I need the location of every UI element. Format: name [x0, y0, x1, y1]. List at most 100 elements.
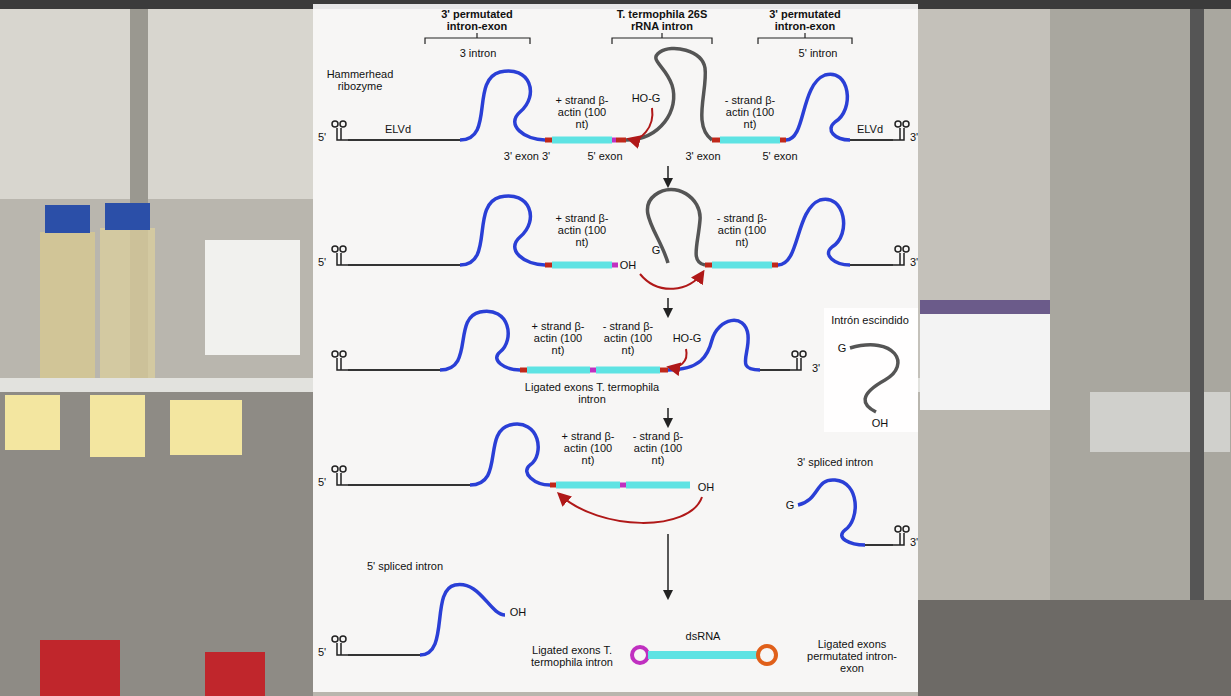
rna-strand-step3-part: [332, 351, 348, 370]
rna-strand-precursor-part: [629, 108, 652, 139]
rna-strand-step4-part: [893, 526, 909, 545]
rna-strand-step3: [332, 311, 806, 370]
rna-strand-precursor-part: [850, 139, 893, 141]
rna-products-part: [348, 654, 420, 656]
diagram-label: 5': [317, 646, 327, 658]
lab-background-part: [170, 400, 242, 455]
rna-strand-step2-part: [705, 263, 712, 268]
diagram-label: Ligated exons T. termophila intron: [516, 381, 668, 405]
rna-products-part: [420, 585, 505, 655]
rna-strand-step4-part: [556, 482, 620, 489]
diagram-label: Ligated exons permutated intron-exon: [796, 638, 908, 674]
excised-intron: [824, 308, 918, 432]
lab-background-part: [1090, 392, 1230, 452]
diagram-label: 3': [909, 536, 919, 548]
diagram-label: OH: [619, 259, 638, 271]
step-arrow-part: [667, 534, 669, 598]
diagram-label: + strand β-actin (100 nt): [551, 212, 613, 248]
diagram-label: HO-G: [631, 92, 662, 104]
diagram-label: - strand β-actin (100 nt): [719, 94, 781, 130]
diagram-label: 5' exon: [586, 150, 623, 162]
lab-background-part: [920, 300, 1050, 410]
rna-strand-step2-part: [640, 272, 703, 289]
rna-strand-step3-part: [348, 369, 440, 371]
diagram-label: + strand β-actin (100 nt): [551, 94, 613, 130]
lab-background-part: [40, 232, 95, 378]
rna-strand-step2-part: [460, 196, 545, 265]
lab-background-part: [105, 203, 150, 230]
rna-strand-step3-part: [790, 351, 806, 370]
lab-background-part: [0, 9, 313, 199]
diagram-label: OH: [697, 481, 716, 493]
diagram-label: G: [785, 499, 796, 511]
rna-strand-step2-part: [712, 262, 772, 269]
rna-strand-precursor-part: [545, 138, 552, 143]
diagram-label: - strand β-actin (100 nt): [628, 430, 688, 466]
diagram-label: 3' exon 3': [503, 150, 551, 162]
diagram-label: G: [837, 342, 848, 354]
lab-background-part: [5, 395, 60, 450]
diagram-panel: [313, 4, 918, 692]
diagram-label: 3' permutated intron-exon: [754, 8, 856, 32]
rna-strand-step4-part: [470, 424, 550, 485]
rna-strand-step3-part: [520, 368, 527, 373]
lab-background-part: [90, 395, 145, 457]
bracket: [425, 33, 852, 44]
bracket-part: [612, 33, 712, 44]
step-arrow: [667, 166, 669, 598]
rna-strand-step4-part: [798, 480, 865, 545]
step-arrow-part: [667, 408, 669, 426]
rna-strand-step4-part: [865, 544, 893, 546]
rna-strand-step4-part: [559, 494, 702, 523]
diagram-label: Ligated exons T. termophila intron: [516, 644, 628, 668]
diagram-label: Hammerhead ribozyme: [319, 68, 401, 92]
step-arrow-part: [667, 166, 669, 186]
rna-strand-precursor-part: [786, 74, 850, 140]
lab-background-part: [1050, 9, 1231, 696]
diagram-label: ELVd: [856, 123, 884, 135]
rna-strand-step3-part: [596, 367, 660, 374]
rna-strand-step4-part: [550, 483, 556, 488]
rna-strand-step2-part: [647, 189, 705, 265]
diagram-label: 5': [317, 476, 327, 488]
rna-strand-step2-part: [772, 263, 778, 268]
rna-strand-step3-part: [527, 367, 590, 374]
rna-strand-step2: [332, 189, 909, 288]
lab-background-part: [0, 392, 313, 696]
diagram-label: dsRNA: [685, 630, 722, 642]
rna-strand-precursor-part: [460, 71, 545, 140]
rna-products-part: [648, 651, 758, 659]
rna-strand-precursor-part: [552, 137, 612, 144]
rna-strand-step4: [332, 424, 909, 545]
rna-strand-step4-part: [332, 466, 348, 485]
diagram-label: T. termophila 26S rRNA intron: [609, 8, 716, 32]
diagram-label: - strand β-actin (100 nt): [598, 320, 658, 356]
rna-strand-precursor-part: [720, 137, 780, 144]
rna-strand-step2-part: [612, 263, 618, 268]
lab-background-part: [40, 640, 120, 696]
diagram-label: 3' exon: [684, 150, 721, 162]
lab-background-part: [205, 652, 265, 696]
lab-background-part: [1190, 9, 1204, 696]
diagram-label: 3': [811, 362, 821, 374]
diagram-label: G: [651, 244, 662, 256]
lab-background-part: [0, 378, 313, 392]
lab-background-part: [918, 600, 1231, 696]
lab-background-part: [100, 228, 155, 378]
lab-background-part: [45, 205, 90, 233]
diagram-label: 5': [317, 131, 327, 143]
rna-strand-step2-part: [545, 263, 552, 268]
rna-strand-step3-part: [669, 349, 687, 367]
rna-strand-precursor-part: [626, 49, 712, 140]
rna-strand-precursor-part: [332, 121, 348, 140]
bracket-part: [425, 33, 530, 44]
diagram-label: Intrón escindido: [830, 314, 910, 326]
diagram-label: ELVd: [384, 123, 412, 135]
rna-strand-precursor-part: [612, 138, 616, 143]
diagram-label: OH: [509, 606, 528, 618]
rna-strand-step4-part: [626, 482, 690, 489]
rna-strand-precursor-part: [616, 138, 626, 143]
diagram-label: OH: [871, 417, 890, 429]
